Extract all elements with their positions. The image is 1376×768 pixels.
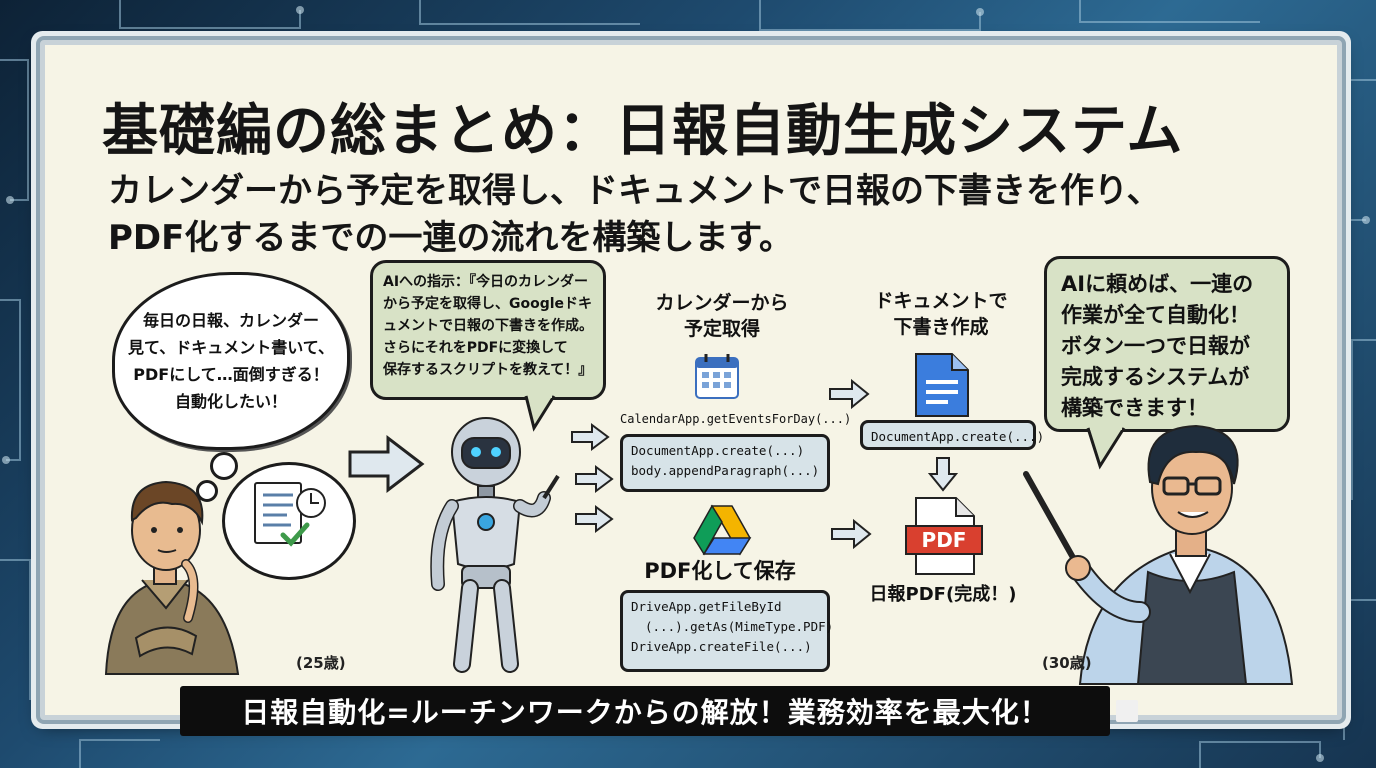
code-line: DriveApp.getFileById: [631, 599, 782, 614]
thought-dot: [196, 480, 218, 502]
step-label-line: 予定取得: [683, 318, 760, 340]
presenter-man-illustration: [1023, 424, 1294, 685]
result-line: 構築できます！: [1061, 396, 1208, 420]
pdf-file-icon: [905, 497, 983, 575]
subtitle-line: PDF化するまでの一連の流れを構築します。: [108, 218, 793, 258]
step-label-line: 下書き作成: [893, 316, 989, 338]
result-speech-bubble: AIに頼めば、一連の 作業が全て自動化！ ボタン一つで日報が 完成するシステムが…: [1044, 256, 1290, 432]
ai-instruction-line: さらにそれをPDFに変換して: [383, 340, 568, 356]
calendar-step-label: カレンダーから 予定取得: [632, 290, 812, 342]
drive-code-box: DriveApp.getFileById (...).getAs(MimeTyp…: [620, 590, 834, 672]
result-line: 完成するシステムが: [1061, 365, 1250, 389]
code-line: (...).getAs(MimeType.PDF): [645, 619, 834, 634]
speech-tail: [1086, 424, 1126, 470]
slide-subtitle: カレンダーから予定を取得し、ドキュメントで日報の下書きを作り、 PDF化するまで…: [108, 168, 1161, 262]
code-line: DriveApp.createFile(...): [631, 639, 812, 654]
thought-line: 見て、ドキュメント書いて、: [128, 338, 334, 357]
calendar-icon: [695, 354, 739, 399]
result-line: AIに頼めば、一連の: [1061, 272, 1254, 296]
arrow-right-icon: [575, 505, 614, 533]
left-age-label: (25歳): [296, 654, 346, 672]
banner-corner-mark: [1116, 700, 1138, 722]
thought-dot: [210, 452, 238, 480]
arrow-right-icon: [831, 518, 872, 550]
result-line: ボタン一つで日報が: [1061, 334, 1250, 358]
step-label-line: カレンダーから: [655, 292, 789, 314]
document-clock-icon: [254, 482, 326, 547]
google-drive-icon: [693, 504, 752, 556]
thought-line: PDFにして…面倒すぎる！: [133, 365, 329, 384]
pdf-result-label: 日報PDF(完成！): [869, 584, 1017, 605]
ai-instruction-line: 保存するスクリプトを教えて！』: [383, 362, 593, 378]
arrow-right-icon: [571, 423, 610, 451]
bottom-banner: 日報自動化=ルーチンワークからの解放！業務効率を最大化！: [180, 686, 1110, 736]
drive-step-label: PDF化して保存: [644, 559, 796, 583]
arrow-down-icon: [927, 457, 959, 492]
thought-bubble: 毎日の日報、カレンダー 見て、ドキュメント書いて、 PDFにして…面倒すぎる！ …: [112, 272, 350, 450]
thinking-man-illustration: [104, 480, 240, 675]
result-line: 作業が全て自動化！: [1061, 303, 1250, 327]
document-code-box: DocumentApp.create(...) body.appendParag…: [620, 434, 830, 492]
robot-illustration: [430, 417, 560, 673]
step-label-line: ドキュメントで: [874, 290, 1008, 312]
document-thought-bubble: [222, 462, 356, 580]
doc-create-code-box: DocumentApp.create(...): [860, 420, 1044, 450]
doc-create-step-label: ドキュメントで 下書き作成: [856, 288, 1026, 340]
arrow-right-icon: [829, 378, 870, 410]
ai-instruction-bubble: AIへの指示：『今日のカレンダー から予定を取得し、Googleドキ ュメントで…: [370, 260, 606, 400]
pdf-badge-text: PDF: [921, 528, 967, 552]
subtitle-line: カレンダーから予定を取得し、ドキュメントで日報の下書きを作り、: [108, 171, 1161, 211]
ai-instruction-line: AIへの指示：『今日のカレンダー: [383, 274, 589, 290]
ai-instruction-line: ュメントで日報の下書きを作成。: [383, 318, 593, 334]
arrow-right-icon: [575, 465, 614, 493]
right-age-label: (30歳): [1042, 654, 1092, 672]
google-docs-icon: [915, 353, 969, 417]
thought-line: 毎日の日報、カレンダー: [142, 311, 319, 330]
speech-tail: [524, 392, 556, 432]
code-line: body.appendParagraph(...): [631, 463, 820, 478]
ai-instruction-line: から予定を取得し、Googleドキ: [383, 296, 593, 312]
code-line: DocumentApp.create(...): [631, 443, 805, 458]
thought-line: 自動化したい！: [174, 392, 287, 411]
calendar-code: CalendarApp.getEventsForDay(...): [620, 412, 852, 426]
arrow-right-icon: [348, 434, 425, 494]
slide-title: 基礎編の総まとめ：日報自動生成システム: [102, 99, 1184, 164]
